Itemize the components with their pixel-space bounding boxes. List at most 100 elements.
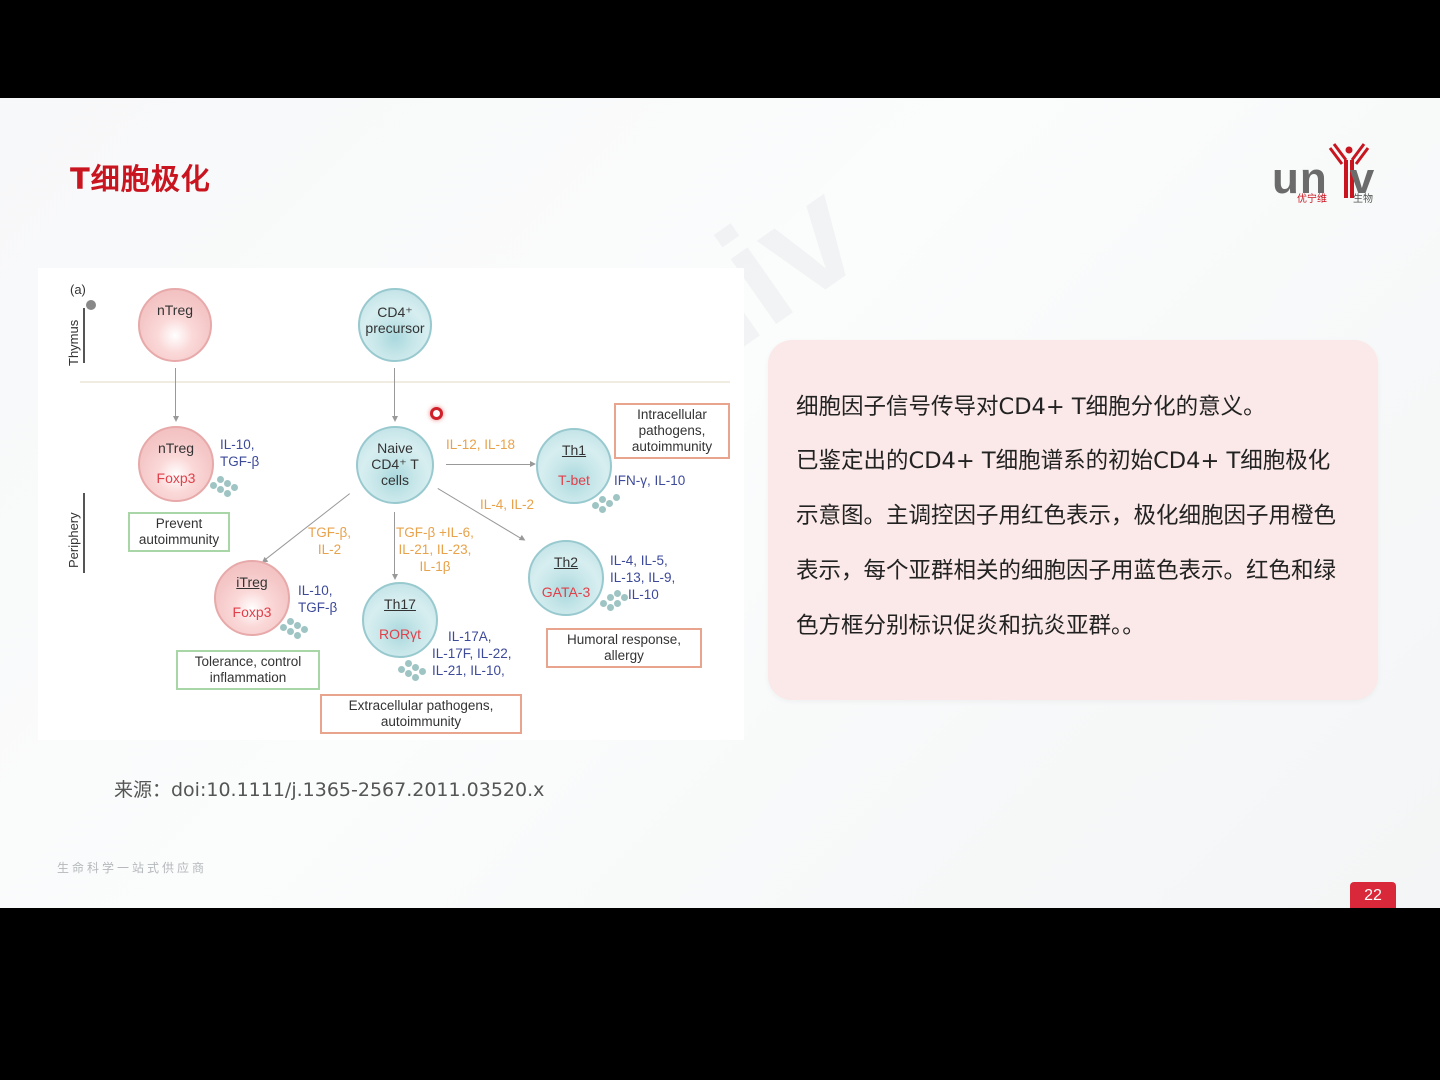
cell-name-line: Naive [377,440,413,456]
outcome-line: allergy [604,648,644,663]
outcome-box-ntreg: Prevent autoimmunity [128,512,230,552]
pointer-marker [430,407,443,420]
outcome-box-th1: Intracellular pathogens, autoimmunity [614,403,730,459]
description-line: 表示，每个亚群相关的细胞因子用蓝色表示。红色和绿 [796,558,1337,584]
source-citation: 来源：doi:10.1111/j.1365-2567.2011.03520.x [114,779,545,801]
master-regulator: GATA-3 [541,584,591,600]
page-number: 22 [1350,882,1396,908]
polarizing-line: IL-21, IL-23, [398,542,472,557]
polarizing-th2: IL-4, IL-2 [480,497,535,512]
cytokine-line: IL-10 [628,587,659,602]
region-label-periphery: Periphery [66,512,81,568]
cytokine-line: IL-10, [220,437,255,452]
outcome-line: autoimmunity [138,532,220,547]
polarizing-line: TGF-β, [308,525,352,540]
cell-name: CD4⁺ precursor [360,304,430,336]
cell-cd4-precursor: CD4⁺ precursor [358,288,432,362]
cell-name: nTreg [156,302,194,318]
cytokine-granules-icon [280,618,308,640]
cell-name: Naive CD4⁺ T cells [358,440,432,488]
arrow-ntreg-down [175,368,176,420]
panel-label: (a) [70,282,86,297]
master-regulator: Foxp3 [156,470,196,486]
cell-th2: Th2 GATA-3 [528,540,604,616]
outcome-line: Prevent [155,516,203,531]
cytokine-granules-icon [210,476,238,498]
th2-cytokines: IL-4, IL-5, IL-13, IL-9, IL-10 [610,552,675,603]
outcome-box-th2: Humoral response, allergy [546,628,702,668]
cytokine-granules-icon [592,494,620,516]
cell-name: Th17 [384,596,416,612]
cell-th17: Th17 RORγt [362,582,438,658]
cytokine-line: IL-4, IL-5, [610,553,668,568]
cell-itreg: iTreg Foxp3 [214,560,290,636]
cytokine-line: TGF-β [220,454,260,469]
master-regulator: Foxp3 [232,604,272,620]
polarizing-th17: TGF-β +IL-6, IL-21, IL-23, IL-1β [396,524,474,575]
cytokine-line: IL-10, [298,583,333,598]
outcome-line: Humoral response, [566,632,682,647]
cell-name-line: CD4⁺ [377,304,413,320]
outcome-line: Tolerance, control [194,654,302,669]
polarizing-itreg: TGF-β, IL-2 [308,524,351,558]
cell-name: iTreg [236,574,268,590]
polarizing-line: IL-1β [419,559,451,574]
cytokine-line: IL-21, IL-10, [432,663,505,678]
polarizing-line: IL-2 [317,542,342,557]
description-line: 示意图。主调控因子用红色表示，极化细胞因子用橙色 [796,503,1337,529]
cell-ntreg-periphery: nTreg Foxp3 [138,426,214,502]
description-line: 色方框分别标识促炎和抗炎亚群。。 [796,613,1145,639]
thymus-periphery-divider [80,381,730,383]
cell-name-line: CD4⁺ T [371,456,419,472]
polarizing-th1: IL-12, IL-18 [446,437,516,452]
arrow-to-th1 [446,461,536,467]
slide-title: T细胞极化 [70,162,211,196]
th1-cytokines: IFN-γ, IL-10 [614,473,686,488]
cell-ntreg-thymus: nTreg [138,288,212,362]
outcome-line: inflammation [209,670,287,685]
outcome-box-itreg: Tolerance, control inflammation [176,650,320,690]
cytokine-line: IL-17A, [448,629,492,644]
arrow-to-th17 [394,512,395,578]
th17-cytokines: IL-17A, IL-17F, IL-22, IL-21, IL-10, [432,628,512,679]
cell-name: nTreg [157,440,195,456]
cytokine-line: TGF-β [298,600,338,615]
antibody-logo-icon [1328,143,1370,198]
outcome-box-th17: Extracellular pathogens, autoimmunity [320,694,522,734]
master-regulator: T-bet [558,472,590,488]
description-panel: 细胞因子信号传导对CD4+ T细胞分化的意义。 已鉴定出的CD4+ T细胞谱系的… [768,340,1378,700]
outcome-line: autoimmunity [631,439,713,454]
outcome-line: pathogens, [638,423,706,438]
cell-name-line: cells [380,472,409,488]
periphery-bar [83,493,85,573]
master-regulator: RORγt [379,626,421,642]
cell-naive-cd4: Naive CD4⁺ T cells [356,426,434,504]
itreg-cytokines: IL-10, TGF-β [298,582,337,616]
logo-cn-left: 优宁维 [1297,194,1327,205]
ntreg-cytokines: IL-10, TGF-β [220,436,259,470]
polarizing-line: TGF-β +IL-6, [396,525,474,540]
cytokine-granules-icon [398,660,426,682]
outcome-line: Extracellular pathogens, [348,698,494,713]
cytokine-granules-icon [600,590,628,612]
marker-dot-icon [86,300,96,310]
slide: univ univ T细胞极化 unv 优宁维 生物 (a) Thymus Pe… [0,98,1440,908]
cytokine-line: IL-13, IL-9, [610,570,676,585]
logo-cn-right: 生物 [1353,194,1373,205]
t-cell-polarization-diagram: (a) Thymus Periphery nTreg CD4⁺ precurso… [38,268,744,740]
outcome-line: autoimmunity [380,714,462,729]
thymus-bar [83,308,85,363]
description-line: 已鉴定出的CD4+ T细胞谱系的初始CD4+ T细胞极化 [796,448,1331,474]
cell-name-line: precursor [365,320,425,336]
region-label-thymus: Thymus [66,319,81,366]
cytokine-line: IL-17F, IL-22, [432,646,512,661]
cell-name: Th1 [561,442,587,458]
cell-th1: Th1 T-bet [536,428,612,504]
arrow-precursor-down [394,368,395,420]
footer-tagline: 生命科学一站式供应商 [57,861,208,875]
outcome-line: Intracellular [637,407,707,422]
cell-name: Th2 [553,554,579,570]
description-line: 细胞因子信号传导对CD4+ T细胞分化的意义。 [796,394,1266,420]
